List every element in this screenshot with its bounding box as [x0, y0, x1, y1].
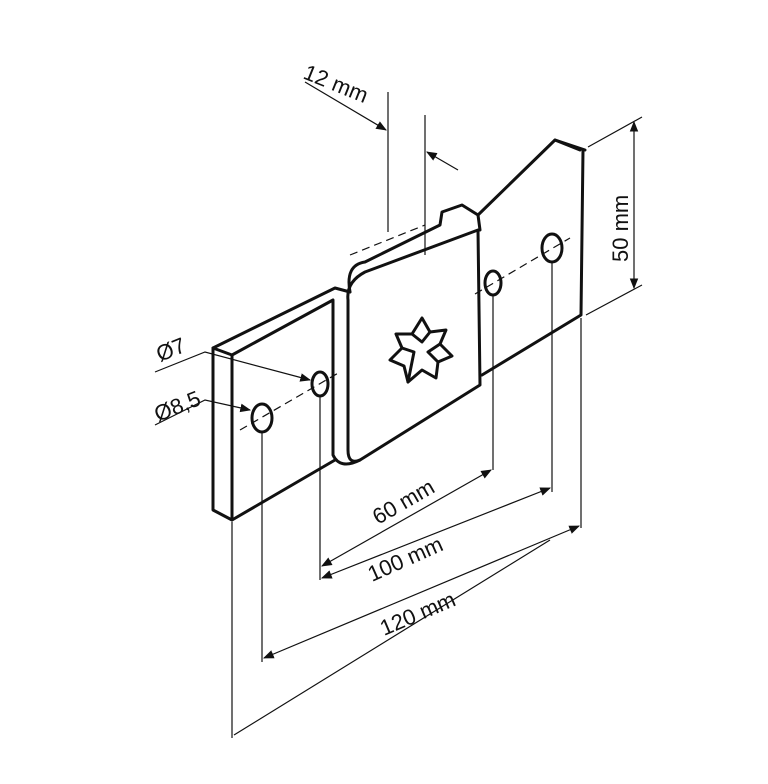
label-60mm: 60 mm — [368, 474, 439, 529]
label-50mm: 50 mm — [608, 195, 633, 262]
dimension-labels: 12 mm 50 mm Ø7 Ø8,5 60 mm 100 mm 120 mm — [151, 59, 633, 640]
label-100mm: 100 mm — [364, 531, 447, 586]
hole-right-small — [483, 269, 503, 297]
hole-right-large — [540, 232, 564, 264]
label-d8-5: Ø8,5 — [151, 386, 205, 427]
label-d7: Ø7 — [153, 332, 190, 366]
dimension-lines — [154, 81, 643, 738]
hole-left-large — [250, 402, 274, 434]
bracket-plate — [211, 138, 587, 522]
star-drive-hole — [388, 316, 454, 384]
label-120mm: 120 mm — [376, 587, 459, 641]
